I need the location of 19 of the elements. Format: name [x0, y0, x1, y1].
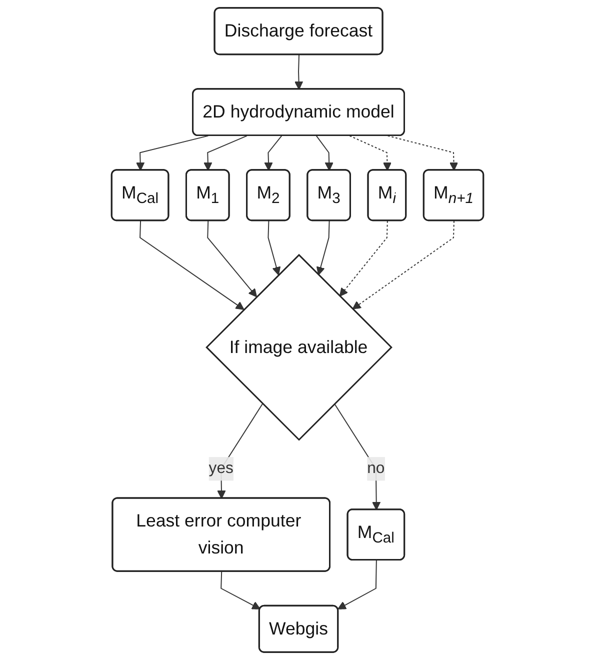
arrow: [264, 135, 282, 171]
node-diamond: If image available: [206, 254, 392, 441]
arrow: [349, 135, 392, 171]
arrow: [352, 220, 454, 310]
arrow: [136, 135, 209, 171]
arrow: [204, 135, 248, 171]
arrow: [316, 135, 334, 171]
edge-label: yes: [208, 460, 234, 477]
arrow: [338, 560, 377, 610]
arrow: [207, 220, 258, 298]
arrow: [316, 220, 330, 276]
arrow: [294, 54, 304, 90]
arrow: [339, 220, 388, 297]
arrow: [268, 220, 281, 276]
arrow: [140, 220, 244, 310]
edge-label: no: [367, 460, 385, 477]
arrow: [387, 135, 458, 171]
arrow: [220, 571, 260, 610]
arrow: [334, 403, 381, 510]
